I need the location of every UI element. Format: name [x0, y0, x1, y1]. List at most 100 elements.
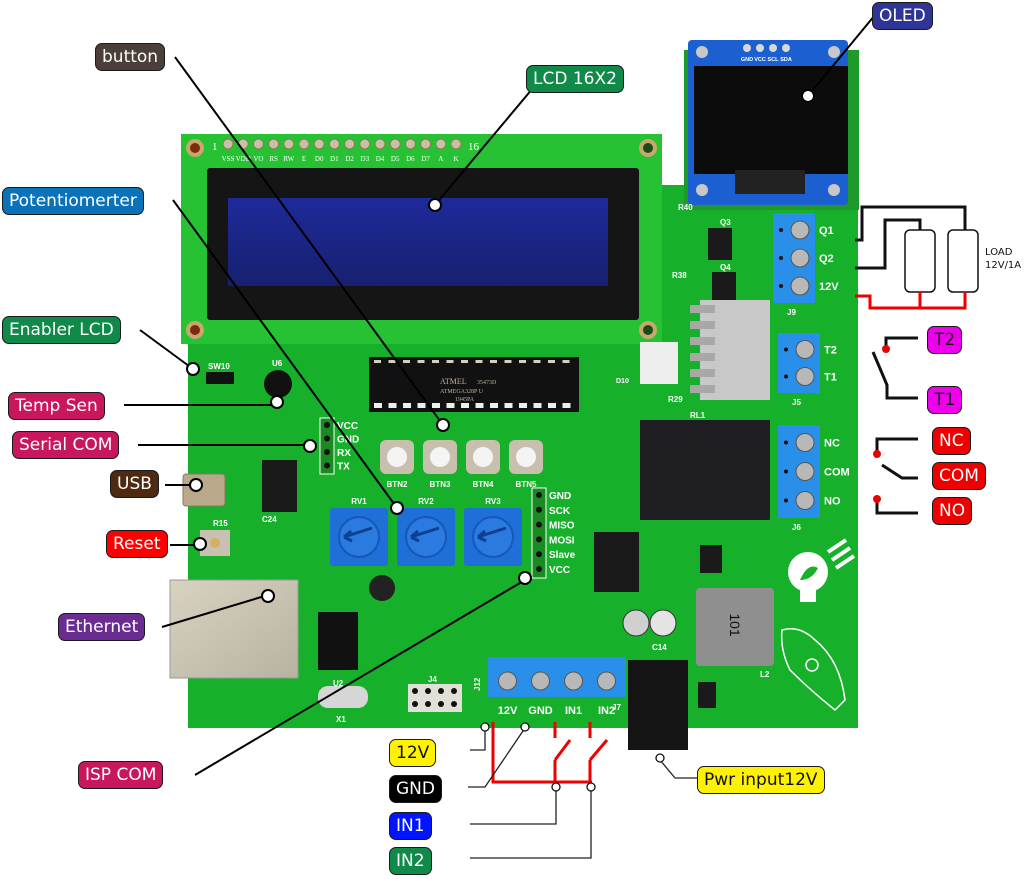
terminal-screw[interactable] — [564, 671, 583, 691]
callout-button: button — [95, 43, 166, 71]
lcd-pin-pad — [298, 138, 310, 150]
terminal-label: Q2 — [819, 253, 834, 265]
terminal-label: 12V — [819, 281, 839, 293]
isp-pin — [536, 566, 542, 572]
serial-pin — [324, 435, 330, 442]
lcd-pin-label: K — [453, 155, 458, 163]
lcd-pin-pad — [389, 138, 401, 150]
lcd-pin-pad — [450, 138, 462, 150]
lcd-pin-pad — [313, 138, 325, 150]
oled-screen — [694, 66, 848, 174]
terminal-screw[interactable] — [498, 671, 517, 691]
terminal-screw[interactable] — [597, 671, 616, 691]
isp-pin-label: VCC — [549, 565, 570, 576]
ref-r38: R38 — [672, 271, 687, 280]
ref-q4: Q4 — [720, 263, 731, 272]
terminal-screw[interactable] — [795, 340, 815, 359]
serial-pin — [324, 449, 330, 455]
terminal-screw[interactable] — [790, 220, 810, 240]
callout-ethernet: Ethernet — [58, 613, 146, 641]
ref-d10: D10 — [616, 378, 629, 385]
temp-sensor — [264, 370, 292, 398]
isp-pin-label: Slave — [549, 550, 576, 561]
serial-pin-label: TX — [337, 462, 350, 473]
callout-t2: T2 — [927, 326, 963, 354]
callout-usb: USB — [110, 470, 159, 498]
diode-d6 — [698, 682, 716, 708]
bulb-logo-icon — [788, 538, 856, 602]
serial-pin — [324, 462, 330, 469]
callout-reset: Reset — [106, 530, 168, 558]
pot-label: RV1 — [351, 497, 367, 506]
lcd-pin-first: 1 — [212, 141, 218, 153]
terminal-label: NC — [824, 438, 840, 450]
isp-pin — [536, 506, 542, 513]
lcd-pin-pad — [420, 138, 432, 150]
ref-c14: C14 — [652, 643, 667, 652]
callout-enabler-lcd: Enabler LCD — [2, 316, 121, 344]
lcd-pin-label: VSS — [222, 155, 235, 163]
mcu-brand: ATMEL — [440, 377, 467, 386]
terminal-label: Q1 — [819, 225, 834, 237]
button-label: BTN5 — [516, 480, 537, 489]
oled-pin-pad — [756, 44, 764, 52]
terminal-screw[interactable] — [795, 491, 815, 510]
ref-q3: Q3 — [720, 218, 731, 227]
button-label: BTN4 — [473, 480, 494, 489]
mcu-date: 1945PA — [455, 397, 475, 403]
ref-sw10: SW10 — [208, 362, 230, 371]
lcd-pin-label: RW — [283, 155, 294, 163]
load-rating: 12V/1A — [985, 260, 1021, 271]
button-label: BTN3 — [430, 480, 451, 489]
lcd-pin-label: E — [302, 155, 306, 163]
lcd-pin-label: D0 — [315, 155, 324, 163]
terminal-screw[interactable] — [790, 248, 810, 268]
callout-no: NO — [932, 497, 973, 525]
lcd-pin-pad — [268, 138, 280, 150]
callout-com: COM — [932, 462, 986, 490]
terminal-ref: J5 — [792, 398, 801, 407]
capacitor — [369, 575, 395, 601]
ref-r29: R29 — [668, 395, 683, 404]
lcd-pin-pad — [252, 138, 264, 150]
terminal-label: T1 — [824, 372, 837, 384]
isp-pin-label: MISO — [549, 521, 575, 532]
isp-pin — [536, 521, 542, 528]
lcd-pin-pad — [404, 138, 416, 150]
optocoupler — [640, 342, 678, 384]
dc-jack — [628, 660, 688, 750]
heatsink — [700, 300, 770, 400]
pot-label: RV3 — [485, 497, 501, 506]
load-schematic — [855, 205, 979, 310]
lcd-screen — [228, 198, 608, 286]
lcd-pin-label: D6 — [406, 155, 415, 163]
lcd-pin-pad — [283, 138, 295, 150]
ref-j7: J7 — [612, 703, 621, 712]
leader-dots — [186, 89, 815, 603]
oled-pin-label: SDA — [780, 57, 792, 63]
relay — [640, 420, 770, 520]
ref-rl1: RL1 — [690, 411, 706, 420]
hand-logo-icon — [780, 628, 846, 712]
terminal-screw[interactable] — [795, 433, 815, 452]
terminal-label: IN2 — [598, 705, 615, 717]
leader-dots-small — [480, 722, 665, 792]
terminal-screw[interactable] — [795, 367, 815, 386]
diode-d7 — [700, 545, 722, 573]
terminal-screw[interactable] — [795, 462, 815, 481]
isp-pin-label: GND — [549, 491, 571, 502]
callout-oled: OLED — [872, 2, 933, 30]
mcu-chip: ATMEL 35473D ATMEGA328P U 1945PA — [369, 357, 579, 412]
lcd-pin-pad — [435, 138, 447, 150]
callout-gnd: GND — [389, 775, 442, 803]
lcd-pin-label: D5 — [391, 155, 400, 163]
input-schematic — [491, 722, 609, 784]
terminal-screw[interactable] — [790, 276, 810, 296]
terminal-screw[interactable] — [531, 671, 550, 691]
leader-lines — [124, 14, 876, 776]
ref-u6: U6 — [272, 359, 283, 368]
